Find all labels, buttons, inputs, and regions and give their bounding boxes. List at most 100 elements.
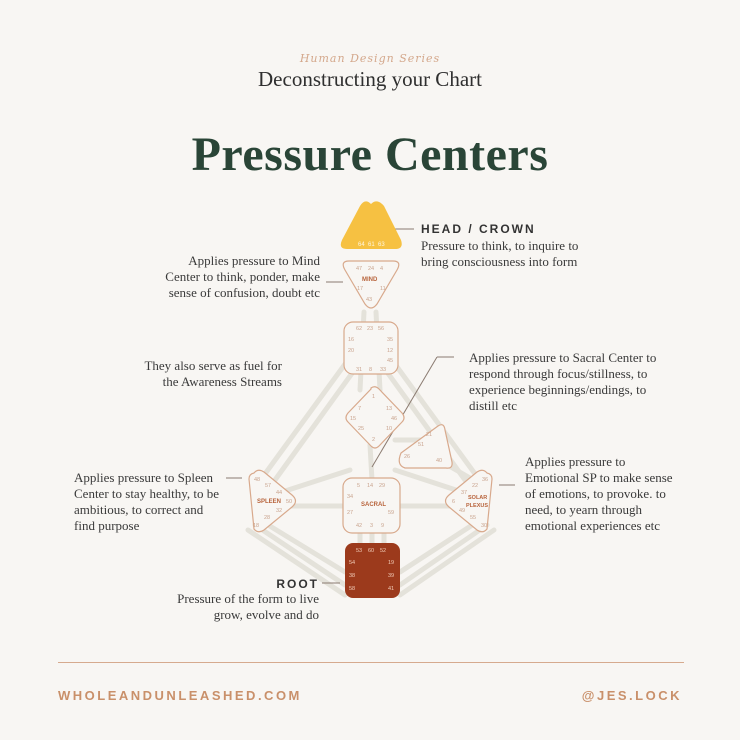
spleen-gate: 48: [254, 477, 260, 483]
head-center: 64 61 63: [341, 201, 402, 249]
solar-gate: 55: [470, 515, 476, 521]
sacral-gate: 29: [379, 483, 385, 489]
throat-gate: 56: [378, 326, 384, 332]
root-gate: 39: [388, 573, 394, 579]
fuel-description: They also serve as fuel for the Awarenes…: [100, 358, 282, 390]
throat-gate: 16: [348, 337, 354, 343]
mind-description: Applies pressure to Mind Center to think…: [120, 253, 320, 301]
solar-gate: 37: [461, 490, 467, 496]
spleen-desc-line: Applies pressure to Spleen: [74, 470, 234, 486]
mind-desc-line: Applies pressure to Mind: [120, 253, 320, 269]
root-description: Pressure of the form to live grow, evolv…: [140, 591, 319, 623]
solar-desc-line: emotional experiences etc: [525, 518, 705, 534]
sacral-desc-line: experience beginnings/endings, to: [469, 382, 699, 398]
root-gate: 41: [388, 586, 394, 592]
sacral-gate: 27: [347, 510, 353, 516]
g-gate: 13: [386, 406, 392, 412]
spleen-gate: 18: [253, 523, 259, 529]
root-desc-line: Pressure of the form to live: [140, 591, 319, 607]
spleen-center: 48 57 44 50 32 28 18 SPLEEN: [249, 470, 296, 532]
solar-plexus-center: 36 22 37 6 49 55 30 SOLAR PLEXUS: [446, 470, 493, 532]
sacral-gate: 14: [367, 483, 373, 489]
fuel-desc-line: the Awareness Streams: [100, 374, 282, 390]
throat-gate: 23: [367, 326, 373, 332]
throat-gate: 12: [387, 348, 393, 354]
sacral-gate: 9: [381, 523, 384, 529]
throat-gate: 62: [356, 326, 362, 332]
sacral-gate: 34: [347, 494, 353, 500]
root-heading: ROOT: [220, 577, 319, 591]
spleen-desc-line: ambitious, to correct and: [74, 502, 234, 518]
spleen-description: Applies pressure to Spleen Center to sta…: [74, 470, 234, 534]
solar-desc-line: of emotions, to provoke. to: [525, 486, 705, 502]
solar-gate: 22: [472, 483, 478, 489]
root-center: 53 60 52 54 19 38 39 58 41: [345, 543, 400, 598]
ego-gate: 40: [436, 458, 442, 464]
spleen-gate: 32: [276, 508, 282, 514]
sacral-center: 5 14 29 34 SACRAL 27 59 42 3 9: [343, 478, 400, 533]
g-gate: 2: [372, 437, 375, 443]
solar-gate: 6: [452, 499, 455, 505]
spleen-gate: 44: [276, 490, 282, 496]
sacral-gate: 5: [357, 483, 360, 489]
mind-label: MIND: [362, 277, 378, 283]
solar-desc-line: Applies pressure to: [525, 454, 705, 470]
sacral-desc-line: Applies pressure to Sacral Center to: [469, 350, 699, 366]
root-gate: 60: [368, 548, 374, 554]
sacral-desc-line: distill etc: [469, 398, 699, 414]
sacral-gate: 42: [356, 523, 362, 529]
mind-gate: 47: [356, 266, 362, 272]
mind-desc-line: sense of confusion, doubt etc: [120, 285, 320, 301]
mind-gate: 4: [380, 266, 383, 272]
sacral-label: SACRAL: [361, 502, 386, 508]
root-gate: 38: [349, 573, 355, 579]
g-gate: 25: [358, 426, 364, 432]
solar-gate: 30: [481, 523, 487, 529]
sacral-gate: 3: [370, 523, 373, 529]
mind-center: 47 24 4 MIND 17 11 43: [343, 261, 399, 308]
g-gate: 10: [386, 426, 392, 432]
solar-desc-line: need, to yearn through: [525, 502, 705, 518]
throat-gate: 33: [380, 367, 386, 373]
sacral-gate: 59: [388, 510, 394, 516]
head-desc-line: bring consciousness into form: [421, 254, 621, 270]
head-gate: 63: [378, 242, 385, 248]
ego-gate: 51: [418, 442, 424, 448]
throat-gate: 45: [387, 358, 393, 364]
solar-label-line1: SOLAR: [468, 495, 487, 501]
spleen-gate: 57: [265, 483, 271, 489]
solar-gate: 36: [482, 477, 488, 483]
website-link[interactable]: WHOLEANDUNLEASHED.COM: [58, 688, 302, 703]
mind-gate: 24: [368, 266, 374, 272]
throat-gate: 35: [387, 337, 393, 343]
sacral-desc-line: respond through focus/stillness, to: [469, 366, 699, 382]
solar-gate: 49: [459, 508, 465, 514]
solar-desc-line: Emotional SP to make sense: [525, 470, 705, 486]
footer-divider: [58, 662, 684, 663]
head-description: Pressure to think, to inquire to bring c…: [421, 238, 621, 270]
spleen-gate: 28: [264, 515, 270, 521]
spleen-desc-line: find purpose: [74, 518, 234, 534]
throat-center: 62 23 56 16 35 12 20 45 31 8 33: [344, 322, 398, 374]
spleen-desc-line: Center to stay healthy, to be: [74, 486, 234, 502]
sacral-description: Applies pressure to Sacral Center to res…: [469, 350, 699, 414]
throat-gate: 20: [348, 348, 354, 354]
throat-gate: 8: [369, 367, 372, 373]
mind-gate: 43: [366, 297, 372, 303]
g-gate: 46: [391, 416, 397, 422]
ego-gate: 26: [404, 454, 410, 460]
mind-desc-line: Center to think, ponder, make: [120, 269, 320, 285]
g-gate: 15: [350, 416, 356, 422]
mind-gate: 17: [357, 286, 363, 292]
head-gate: 64: [358, 242, 365, 248]
mind-gate: 11: [380, 286, 386, 292]
root-gate: 19: [388, 560, 394, 566]
ego-gate: 21: [426, 432, 432, 438]
root-gate: 54: [349, 560, 355, 566]
g-gate: 7: [358, 406, 361, 412]
head-desc-line: Pressure to think, to inquire to: [421, 238, 621, 254]
spleen-gate: 50: [286, 499, 292, 505]
social-handle[interactable]: @JES.LOCK: [582, 688, 682, 703]
g-gate: 1: [372, 394, 375, 400]
solar-description: Applies pressure to Emotional SP to make…: [525, 454, 705, 534]
